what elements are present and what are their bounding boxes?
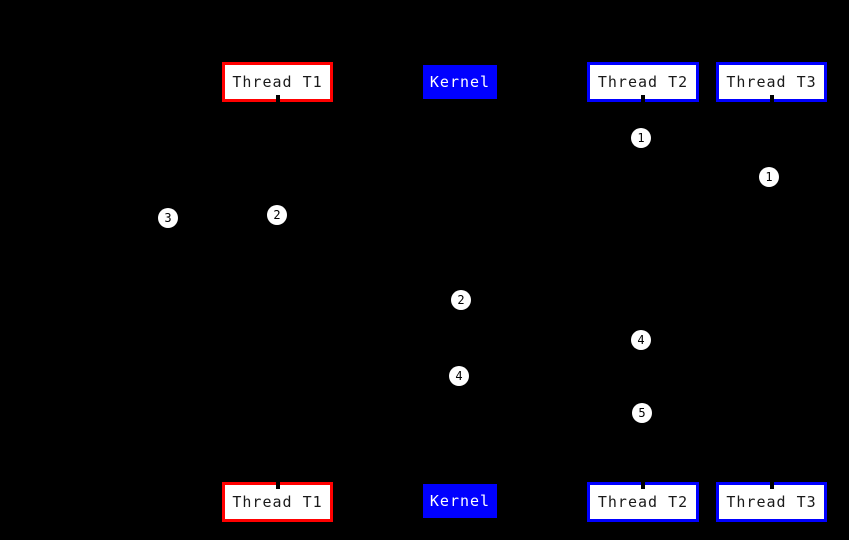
thread-t1-label-bottom: Thread T1 bbox=[232, 493, 323, 511]
step-badge-number: 2 bbox=[273, 208, 281, 222]
thread-t2-label-bottom: Thread T2 bbox=[597, 493, 689, 511]
kernel-box-top: Kernel bbox=[423, 65, 497, 99]
step-badge-number: 1 bbox=[637, 131, 645, 145]
step-badge-number: 2 bbox=[457, 293, 465, 307]
thread-t1-label-top: Thread T1 bbox=[232, 73, 323, 91]
thread-t3-label-top: Thread T3 bbox=[726, 73, 817, 91]
lifeline-notch bbox=[641, 482, 645, 489]
thread-t1-box-top: Thread T1 bbox=[222, 62, 333, 102]
lifeline-notch bbox=[275, 95, 280, 102]
kernel-label-bottom: Kernel bbox=[429, 492, 491, 510]
lifeline-notch bbox=[641, 95, 645, 102]
step-badge-number: 5 bbox=[638, 406, 646, 420]
step-badge: 1 bbox=[631, 128, 651, 148]
kernel-box-bottom: Kernel bbox=[423, 484, 497, 518]
step-badge: 5 bbox=[632, 403, 652, 423]
thread-t2-box-bottom: Thread T2 bbox=[587, 482, 699, 522]
step-badge: 1 bbox=[759, 167, 779, 187]
lifeline-notch bbox=[769, 482, 774, 489]
kernel-label-top: Kernel bbox=[429, 73, 491, 91]
step-badge-number: 4 bbox=[637, 333, 645, 347]
lifeline-notch bbox=[275, 482, 280, 489]
step-badge-number: 1 bbox=[765, 170, 773, 184]
thread-t2-box-top: Thread T2 bbox=[587, 62, 699, 102]
thread-t3-box-bottom: Thread T3 bbox=[716, 482, 827, 522]
thread-t2-label-top: Thread T2 bbox=[597, 73, 689, 91]
thread-t3-label-bottom: Thread T3 bbox=[726, 493, 817, 511]
step-badge: 4 bbox=[631, 330, 651, 350]
step-badge: 4 bbox=[449, 366, 469, 386]
step-badge: 2 bbox=[267, 205, 287, 225]
thread-t1-box-bottom: Thread T1 bbox=[222, 482, 333, 522]
lifeline-notch bbox=[769, 95, 774, 102]
step-badge: 2 bbox=[451, 290, 471, 310]
step-badge-number: 4 bbox=[455, 369, 463, 383]
thread-t3-box-top: Thread T3 bbox=[716, 62, 827, 102]
step-badge: 3 bbox=[158, 208, 178, 228]
step-badge-number: 3 bbox=[164, 211, 172, 225]
